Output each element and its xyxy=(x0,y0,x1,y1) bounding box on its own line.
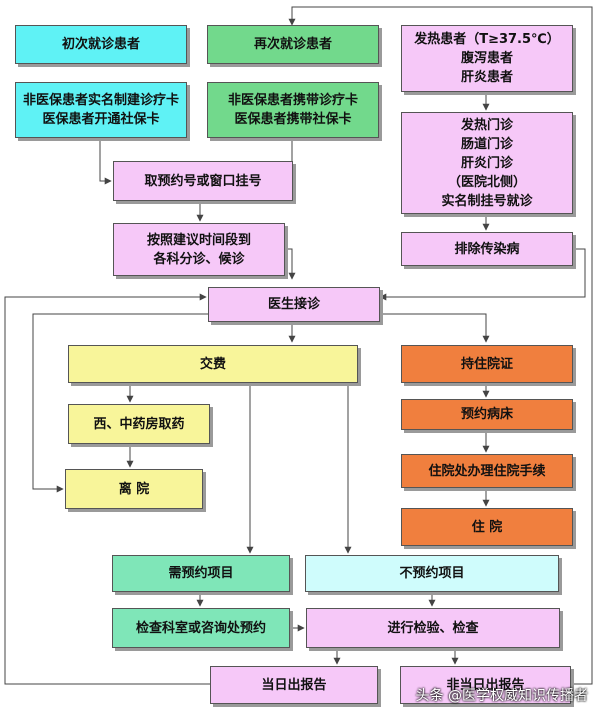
edge-first-card-to-register xyxy=(99,138,112,185)
node-doctor: 医生接诊 xyxy=(208,287,380,322)
node-admission-procedure: 住院处办理住院手续 xyxy=(401,454,573,488)
node-revisit-card: 非医保患者携带诊疗卡 医保患者携带社保卡 xyxy=(207,82,379,138)
node-wait: 按照建议时间段到 各科分诊、候诊 xyxy=(113,223,285,276)
node-need-appointment: 需预约项目 xyxy=(112,555,290,592)
edge-doctor-to-leave xyxy=(32,313,210,493)
edge-wait-to-doctor xyxy=(285,248,296,280)
node-leave: 离 院 xyxy=(65,469,203,509)
node-admission-cert: 持住院证 xyxy=(401,345,573,383)
node-revisit: 再次就诊患者 xyxy=(207,25,379,64)
node-first-visit: 初次就诊患者 xyxy=(15,25,187,64)
edge-doctor-to-admission xyxy=(378,313,490,343)
node-pharmacy: 西、中药房取药 xyxy=(68,404,210,444)
node-fever-patient: 发热患者（T≥37.5℃） 腹泻患者 肝炎患者 xyxy=(401,25,573,92)
node-pay: 交费 xyxy=(68,345,358,383)
node-hospitalized: 住 院 xyxy=(401,508,573,546)
node-appointment-desk: 检查科室或咨询处预约 xyxy=(112,608,290,648)
node-exam: 进行检验、检查 xyxy=(306,608,560,648)
node-fever-clinic: 发热门诊 肠道门诊 肝炎门诊 （医院北侧） 实名制挂号就诊 xyxy=(401,112,573,214)
node-not-same-day-report: 非当日出报告 xyxy=(400,666,571,704)
node-book-bed: 预约病床 xyxy=(401,399,573,430)
node-no-appointment: 不预约项目 xyxy=(305,555,559,592)
watermark: 头条 @医学权威知识传播者 xyxy=(415,688,588,704)
node-exclude-infection: 排除传染病 xyxy=(401,232,573,266)
edge-same-day-back-to-doctor xyxy=(4,293,210,685)
edge-not-same-day-back-to-fever xyxy=(288,6,593,685)
node-register: 取预约号或窗口挂号 xyxy=(113,161,293,201)
node-same-day-report: 当日出报告 xyxy=(210,666,378,704)
edge-exclude-to-doctor xyxy=(379,248,586,301)
node-first-card: 非医保患者实名制建诊疗卡 医保患者开通社保卡 xyxy=(15,82,187,138)
